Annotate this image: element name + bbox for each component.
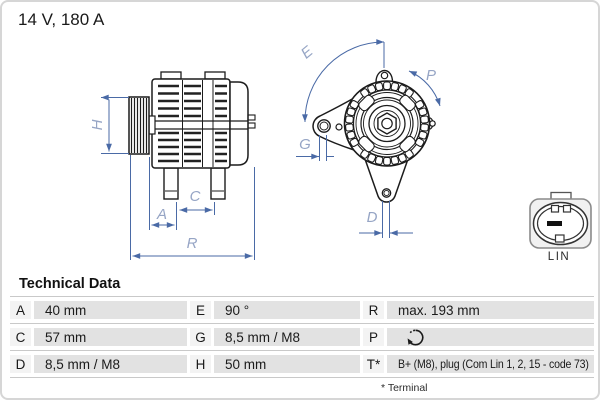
table-row: D 8,5 mm / M8 H 50 mm T* B+ (M8), plug (… bbox=[10, 355, 594, 373]
dim-value-h: 50 mm bbox=[214, 355, 360, 373]
lin-connector-detail bbox=[529, 191, 592, 249]
technical-data-heading: Technical Data bbox=[19, 276, 121, 292]
dim-key-c: C bbox=[10, 328, 31, 346]
table-row: A 40 mm E 90 ° R max. 193 mm bbox=[10, 301, 594, 319]
dim-label-c: C bbox=[190, 188, 201, 205]
dim-label-d: D bbox=[367, 209, 378, 226]
alternator-front-view bbox=[312, 69, 436, 203]
technical-data-section: Technical Data A 40 mm E 90 ° R max. 193… bbox=[10, 276, 594, 394]
dim-label-p: P bbox=[426, 67, 436, 84]
technical-drawing: H A C R bbox=[89, 39, 592, 263]
divider bbox=[10, 350, 594, 351]
lin-pin bbox=[547, 221, 562, 226]
dim-value-p bbox=[387, 328, 594, 346]
dim-key-t: T* bbox=[363, 355, 384, 373]
dim-label-e: E bbox=[298, 42, 317, 62]
table-row: C 57 mm G 8,5 mm / M8 P bbox=[10, 328, 594, 346]
side-view-dimensions bbox=[101, 98, 255, 260]
terminal-footnote: * Terminal bbox=[381, 382, 428, 394]
dim-value-e: 90 ° bbox=[214, 301, 360, 319]
alternator-side-view bbox=[128, 71, 256, 200]
dim-key-h: H bbox=[190, 355, 211, 373]
dim-label-a: A bbox=[156, 206, 167, 223]
dim-label-g: G bbox=[299, 136, 311, 153]
divider bbox=[10, 323, 594, 324]
dim-key-r: R bbox=[363, 301, 384, 319]
divider bbox=[10, 296, 594, 297]
dim-label-h: H bbox=[89, 119, 106, 130]
dim-value-t: B+ (M8), plug (Com Lin 1, 2, 15 - code 7… bbox=[387, 355, 594, 373]
dim-key-d: D bbox=[10, 355, 31, 373]
dim-value-d: 8,5 mm / M8 bbox=[34, 355, 187, 373]
rotation-direction-icon bbox=[407, 328, 424, 345]
dim-key-e: E bbox=[190, 301, 211, 319]
dim-value-c: 57 mm bbox=[34, 328, 187, 346]
front-view-dimensions bbox=[296, 39, 441, 238]
dim-label-r: R bbox=[187, 235, 198, 252]
divider bbox=[10, 377, 594, 378]
connector-label: LIN bbox=[548, 251, 570, 263]
terminal-spec: B+ (M8), plug (Com Lin 1, 2, 15 - code 7… bbox=[398, 357, 589, 371]
dim-value-g: 8,5 mm / M8 bbox=[214, 328, 360, 346]
dim-key-a: A bbox=[10, 301, 31, 319]
rating-title: 14 V, 180 A bbox=[18, 10, 105, 29]
dim-key-p: P bbox=[363, 328, 384, 346]
dim-value-a: 40 mm bbox=[34, 301, 187, 319]
dim-value-r: max. 193 mm bbox=[387, 301, 594, 319]
dim-key-g: G bbox=[190, 328, 211, 346]
